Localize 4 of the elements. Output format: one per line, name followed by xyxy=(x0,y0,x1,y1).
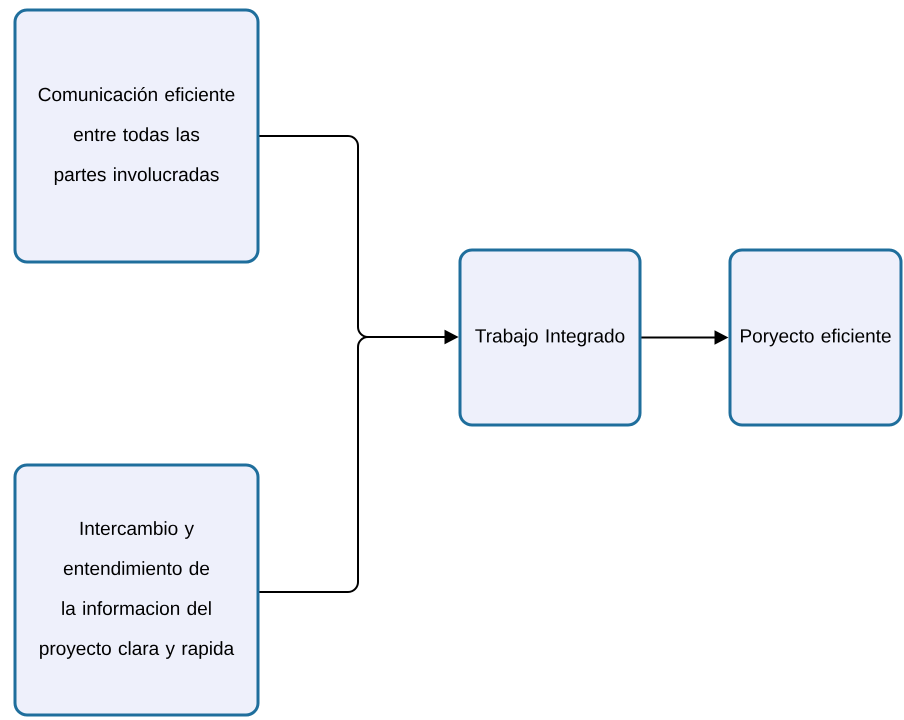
process-box: Intercambio y entendimiento de la informacion del proyecto clara y rapida xyxy=(14,464,260,716)
process-box: Poryecto eficiente xyxy=(728,248,902,426)
process-box: Comunicación eficiente entre todas las partes involucradas xyxy=(14,8,260,264)
process-box: Trabajo Integrado xyxy=(458,248,642,426)
